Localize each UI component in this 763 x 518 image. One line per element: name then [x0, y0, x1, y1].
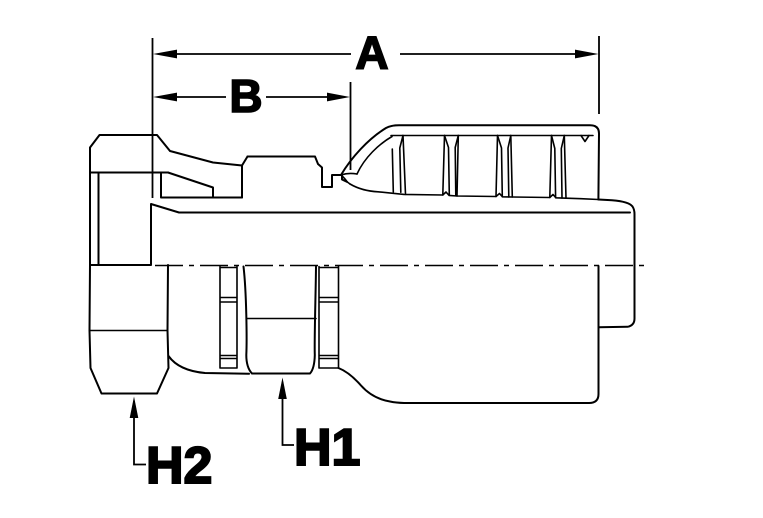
nut-seat-pocket — [160, 171, 243, 199]
shell-lower-outline — [337, 265, 600, 404]
arrowhead-b-left — [153, 92, 177, 102]
hose-stop-collar — [597, 198, 636, 329]
leader-h2 — [133, 401, 146, 466]
callout-h2-label: H2 — [146, 437, 212, 495]
nipple-stem — [150, 203, 631, 266]
serration-notch-right — [580, 134, 590, 143]
section-view-upper — [89, 124, 636, 329]
dimension-a-label: A — [355, 27, 388, 79]
callout-h1: H1 — [278, 377, 361, 478]
dimension-b: B — [153, 69, 352, 170]
shell-inner-curve — [356, 135, 393, 175]
collar-groove-left — [219, 265, 238, 369]
serration-root-line — [349, 183, 600, 201]
dimension-a: A — [151, 26, 600, 198]
arrowhead-a-left — [153, 49, 177, 59]
arrowhead-h1 — [278, 377, 287, 399]
collar-groove-right-lines — [318, 265, 340, 369]
arrowhead-a-right — [575, 49, 599, 59]
hex-nut-h2-outline — [88, 264, 170, 395]
collar-groove-left-lines — [219, 265, 238, 369]
serration-teeth-sides — [402, 134, 567, 199]
swivel-nut-outline — [89, 134, 249, 266]
nut-skirt-curve — [167, 355, 250, 375]
shell-outer-profile — [340, 124, 600, 201]
leader-h1 — [281, 382, 294, 446]
arrowhead-h2 — [129, 396, 139, 418]
arrowhead-b-right — [327, 92, 350, 102]
hex-collar-section — [246, 155, 348, 188]
shell-lip-tip — [340, 172, 358, 185]
callout-h1-label: H1 — [294, 419, 360, 477]
nut-bore-profile — [167, 164, 243, 199]
serration-slots — [391, 134, 566, 199]
hex-nut-h1-outline — [242, 265, 317, 375]
collar-groove-right — [318, 265, 340, 369]
exterior-view-lower — [88, 264, 600, 404]
dimension-b-label: B — [229, 70, 262, 122]
callout-h2: H2 — [129, 396, 213, 496]
